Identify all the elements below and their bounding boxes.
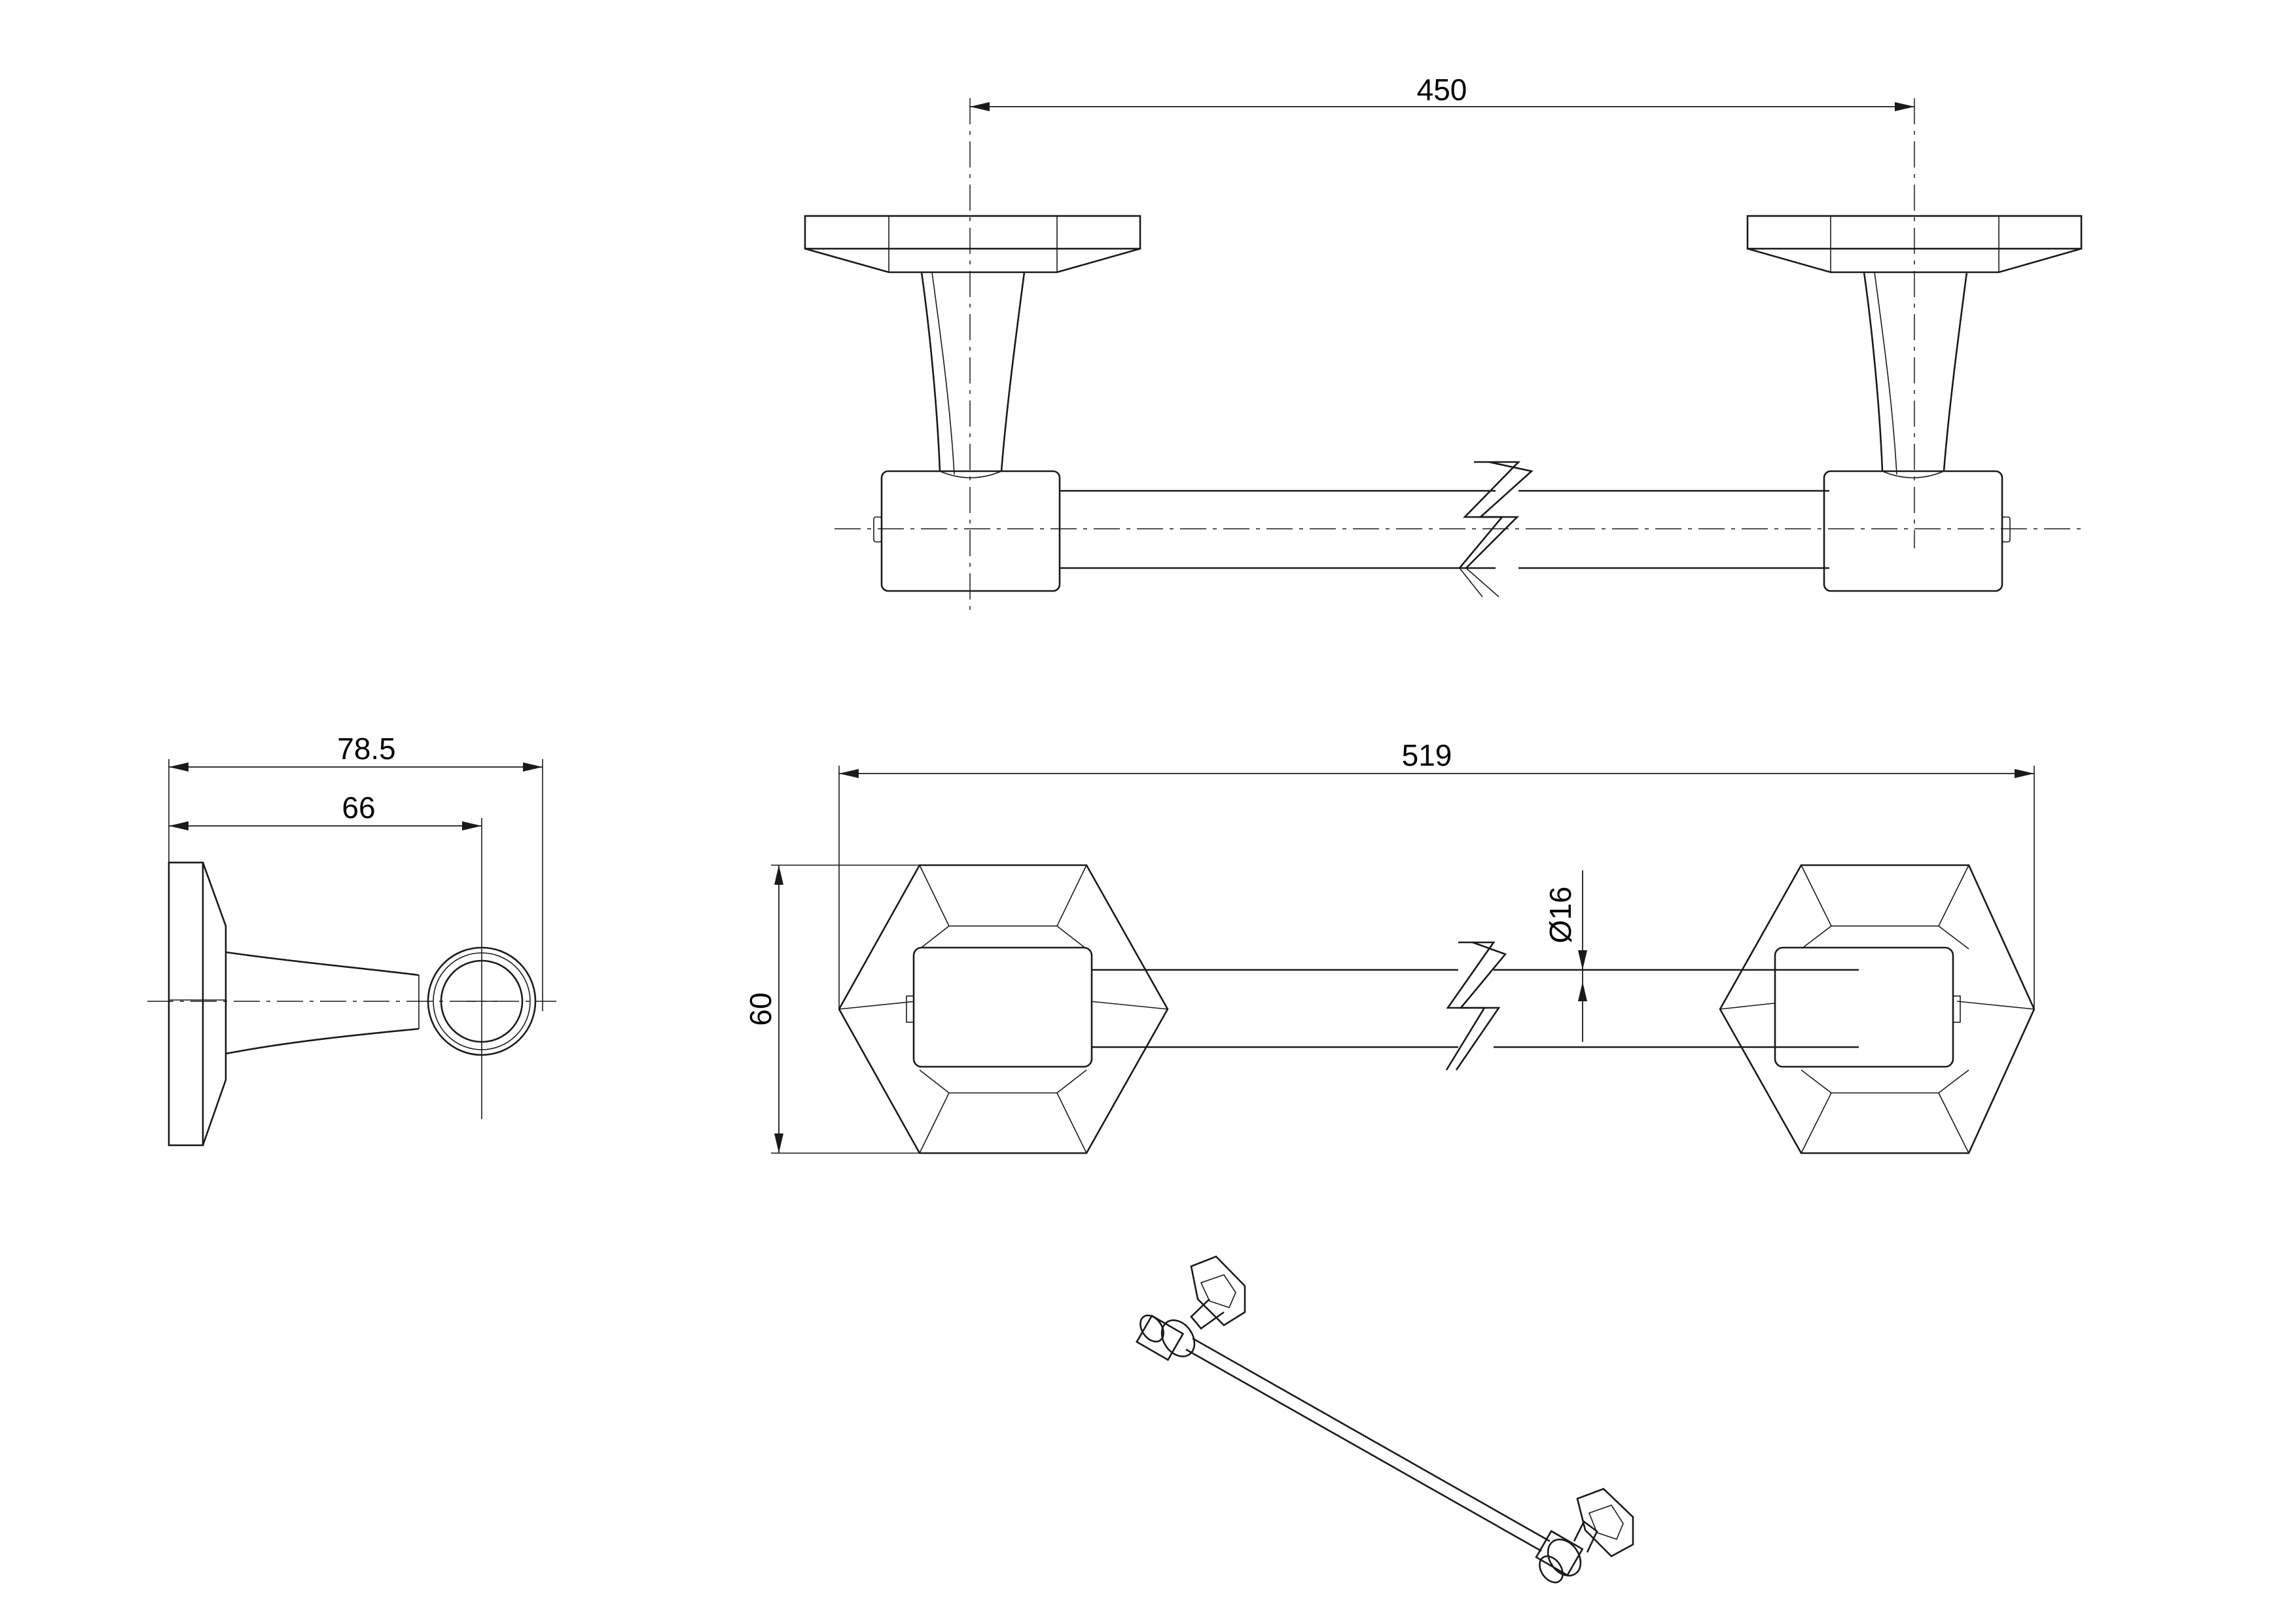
dimension-base-height: 60 (744, 865, 920, 1154)
top-view: 450 (804, 73, 2085, 612)
dimension-label-bar-diameter: Ø16 (1543, 887, 1577, 944)
side-view: 78.5 66 (147, 732, 556, 1147)
dimension-label-depth-to-bar-center: 66 (342, 791, 375, 825)
dimension-label-depth-total: 78.5 (337, 732, 396, 766)
left-bar-end-cap (873, 470, 1061, 592)
break-symbol (1459, 461, 1534, 597)
right-hex-base (1719, 864, 2036, 1154)
side-support-post (225, 951, 420, 1055)
right-wall-plate (1746, 215, 2083, 274)
left-hex-base (838, 864, 1169, 1154)
dimension-label-base-height: 60 (744, 992, 778, 1026)
towel-bar-right-segment (1518, 490, 1829, 569)
dimension-label-overall-length: 519 (1402, 738, 1452, 772)
dimension-overall-length: 519 (838, 738, 2035, 1008)
side-bar-section (427, 946, 537, 1056)
right-front-end-cap (1774, 946, 1961, 1068)
iso-towel-bar (1185, 1337, 1551, 1552)
dimension-label-mount-centers: 450 (1417, 73, 1467, 107)
isometric-view (1136, 1255, 1634, 1584)
towel-bar-left-segment (1060, 490, 1496, 569)
dimension-depth-total: 78.5 (168, 732, 543, 1011)
left-wall-plate (804, 215, 1141, 274)
dimension-mount-centers: 450 (970, 73, 1914, 111)
left-front-end-cap (906, 946, 1093, 1068)
right-support-post (1863, 272, 1968, 478)
dimension-bar-diameter: Ø16 (1543, 870, 1587, 1042)
dimension-depth-to-bar-center: 66 (169, 791, 482, 1119)
side-wall-plate (168, 861, 227, 1147)
front-towel-bar (1092, 941, 1859, 1071)
iso-upper-mount (1136, 1255, 1246, 1361)
left-support-post (920, 272, 1026, 478)
front-view: 519 60 Ø16 (744, 738, 2036, 1154)
iso-lower-mount (1535, 1488, 1634, 1584)
right-bar-end-cap (1823, 470, 2011, 592)
